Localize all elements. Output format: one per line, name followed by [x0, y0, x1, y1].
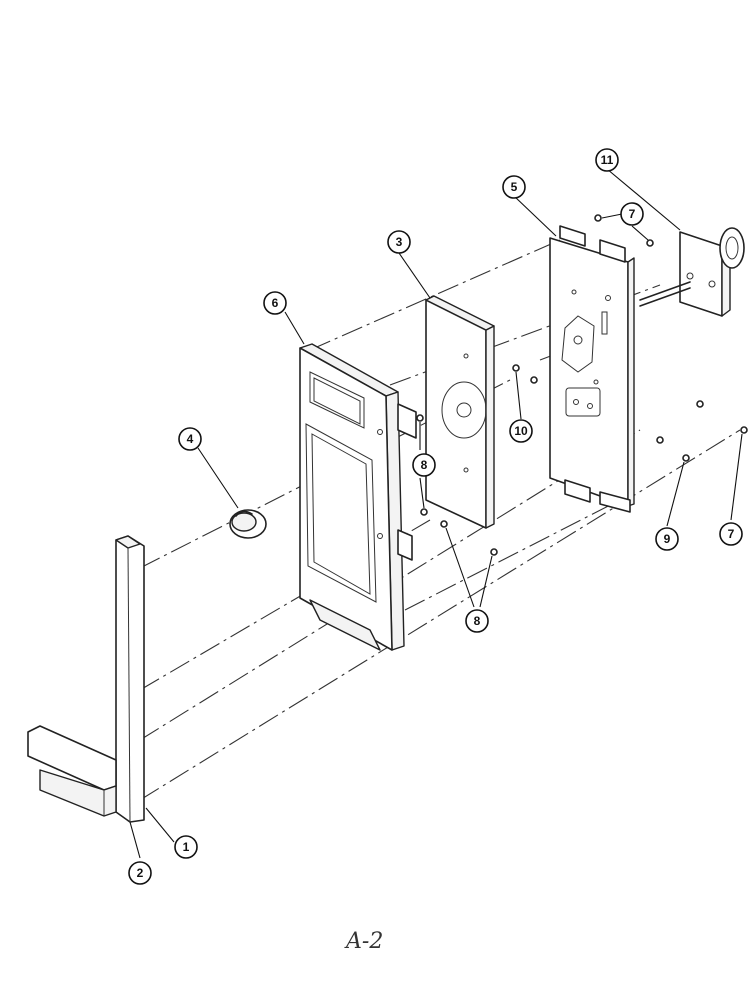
svg-text:8: 8 — [474, 614, 481, 628]
callout-6: 6 — [263, 291, 287, 315]
callout-2: 2 — [128, 861, 152, 885]
svg-text:7: 7 — [629, 207, 636, 221]
rear-mounting-plate — [549, 225, 635, 513]
callout-3: 3 — [387, 230, 411, 254]
svg-text:11: 11 — [601, 153, 614, 167]
svg-text:4: 4 — [187, 432, 194, 446]
svg-text:3: 3 — [396, 235, 403, 249]
screws-and-nuts — [416, 214, 748, 556]
callout-8-upper: 8 — [412, 453, 436, 477]
callout-5: 5 — [502, 175, 526, 199]
callout-8-lower: 8 — [465, 609, 489, 633]
callout-10: 10 — [509, 419, 533, 443]
motor-assembly — [639, 227, 745, 317]
shield-panel — [425, 295, 495, 529]
svg-text:8: 8 — [421, 458, 428, 472]
trim-strip — [27, 535, 145, 823]
control-panel-frame — [299, 343, 417, 651]
callout-9: 9 — [655, 527, 679, 551]
leader-lines — [129, 168, 743, 859]
callout-7-top: 7 — [620, 202, 644, 226]
callout-4: 4 — [178, 427, 202, 451]
svg-text:1: 1 — [183, 840, 190, 854]
svg-text:10: 10 — [514, 424, 528, 438]
svg-text:5: 5 — [511, 180, 518, 194]
svg-text:6: 6 — [272, 296, 279, 310]
svg-text:2: 2 — [137, 866, 144, 880]
knob — [229, 509, 267, 539]
svg-text:9: 9 — [664, 532, 671, 546]
callout-1: 1 — [174, 835, 198, 859]
page-label: A-2 — [344, 929, 383, 954]
callout-7-bottom: 7 — [719, 522, 743, 546]
svg-text:7: 7 — [728, 527, 735, 541]
callout-11: 11 — [595, 148, 619, 172]
